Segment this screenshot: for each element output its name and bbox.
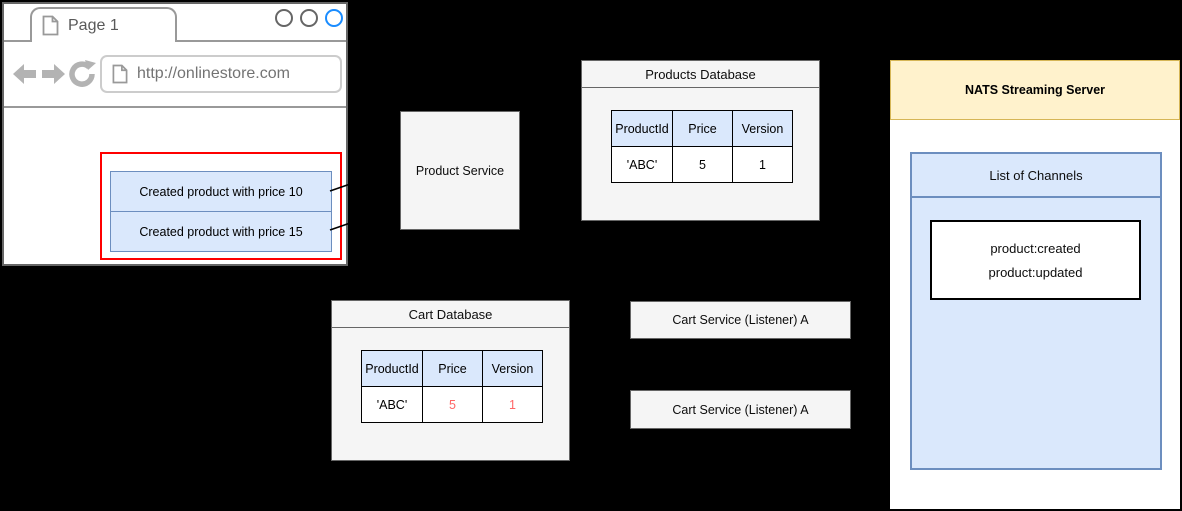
cell-price: 5 [672,146,733,183]
page-icon [42,15,59,36]
cell-price-stale: 5 [422,386,483,423]
event-message: Created product with price 10 [110,171,332,212]
channel-item: product:created [990,240,1081,256]
cart-database-table: ProductId Price Version 'ABC' 5 1 [361,350,543,423]
column-header: Price [672,110,733,147]
browser-tab: Page 1 [30,7,177,42]
cart-service-listener-box: Cart Service (Listener) A [630,390,851,429]
column-header: Version [732,110,793,147]
refresh-icon [69,60,96,87]
forward-arrow-icon [42,64,65,84]
product-service-box: Product Service [400,111,520,230]
cell-productid: 'ABC' [611,146,673,183]
nats-server-container: NATS Streaming Server List of Channels p… [890,60,1180,509]
column-header: Price [422,350,483,387]
nats-server-title: NATS Streaming Server [890,60,1180,120]
panel-title: Cart Database [332,301,569,328]
table-row: 'ABC' 5 1 [361,386,543,423]
cart-database-panel: Cart Database ProductId Price Version 'A… [331,300,570,461]
cell-productid: 'ABC' [361,386,423,423]
table-header-row: ProductId Price Version [611,110,793,147]
channel-item: product:updated [988,264,1083,280]
page-icon [112,64,128,84]
window-control-circle-2 [300,9,318,27]
browser-window-mockup: Page 1 http://onlinestore.com Created pr… [2,2,348,266]
products-database-panel: Products Database ProductId Price Versio… [581,60,820,221]
cell-version: 1 [732,146,793,183]
table-row: 'ABC' 5 1 [611,146,793,183]
column-header: Version [482,350,543,387]
event-message: Created product with price 15 [110,211,332,252]
cart-service-listener-box: Cart Service (Listener) A [630,301,851,339]
toolbar-divider [4,106,346,108]
url-text: http://onlinestore.com [137,65,290,82]
cell-version-stale: 1 [482,386,543,423]
url-bar: http://onlinestore.com [100,55,342,93]
event-highlight-rect [100,152,342,260]
products-database-table: ProductId Price Version 'ABC' 5 1 [611,110,793,183]
back-arrow-icon [13,64,36,84]
channels-list-box: product:created product:updated [930,220,1141,300]
column-header: ProductId [611,110,673,147]
column-header: ProductId [361,350,423,387]
panel-title: Products Database [582,61,819,88]
window-control-circle-1 [275,9,293,27]
channels-panel: List of Channels product:created product… [910,152,1162,470]
table-header-row: ProductId Price Version [361,350,543,387]
window-control-circle-3 [325,9,343,27]
tab-label: Page 1 [68,16,119,34]
channels-panel-title: List of Channels [912,154,1160,198]
